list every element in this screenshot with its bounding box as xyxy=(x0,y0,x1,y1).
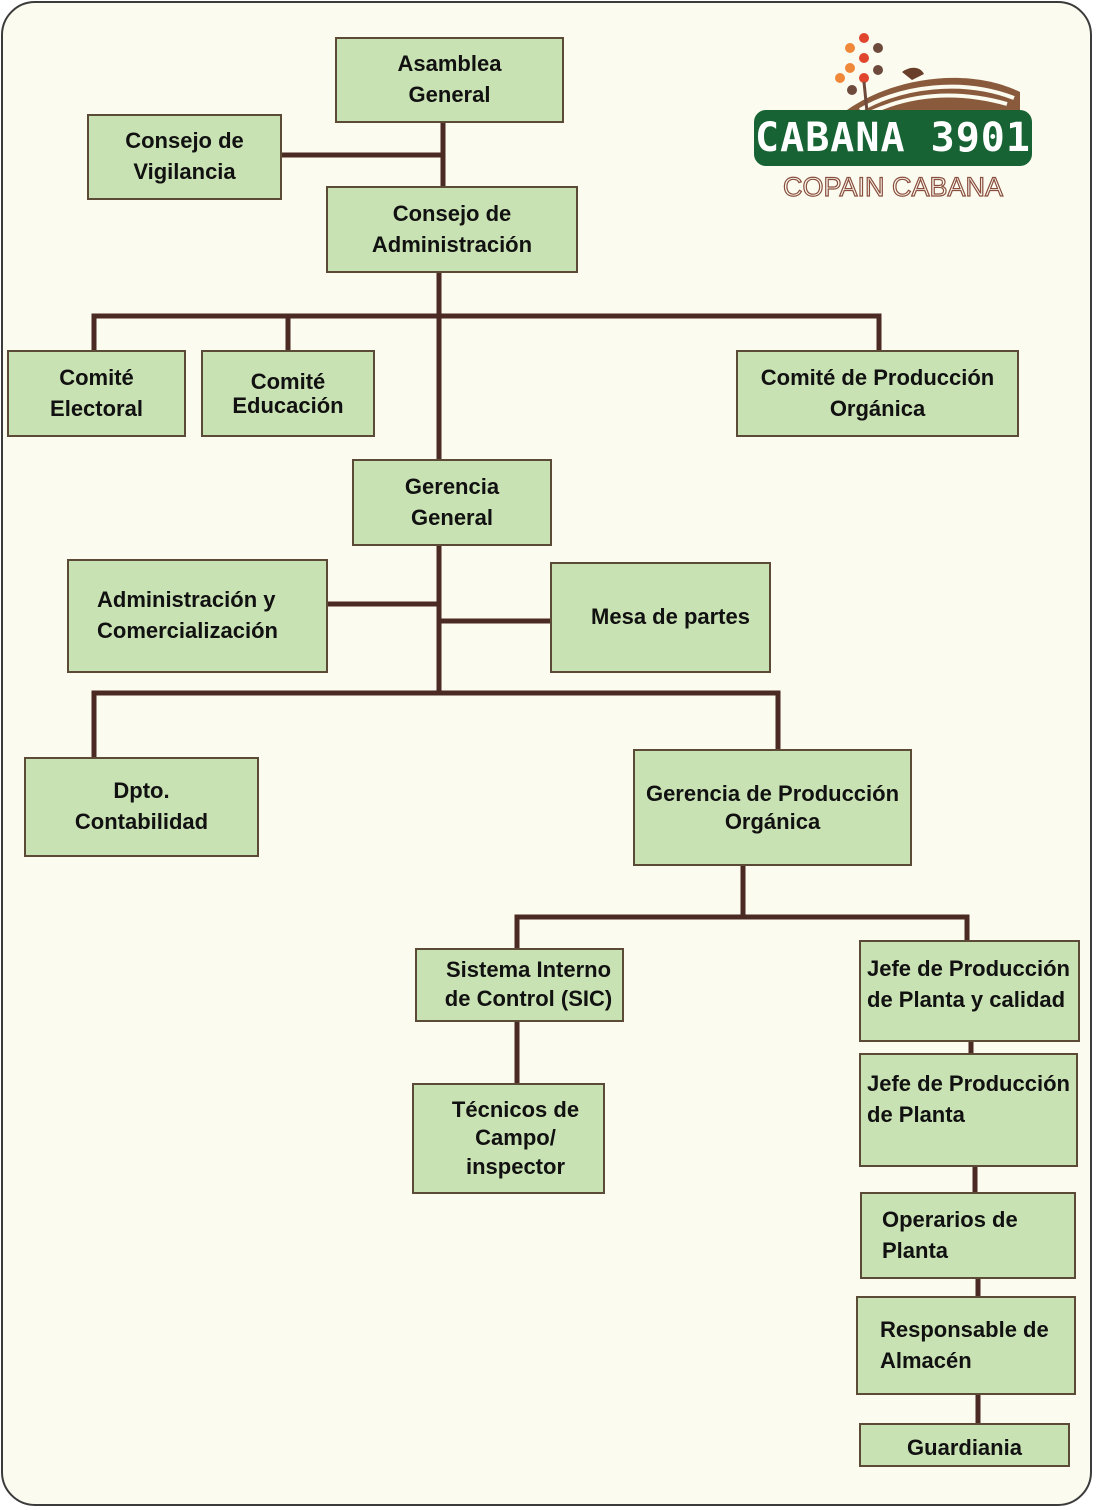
node-label-line: Consejo de xyxy=(125,128,244,154)
node-label-line: Campo/ xyxy=(475,1125,556,1151)
node-label-line: Comercialización xyxy=(97,618,278,643)
node-label-line: Comité de Producción xyxy=(760,364,995,390)
node-label-line: Administración xyxy=(371,231,533,257)
logo-subtitle: COPAIN CABANA xyxy=(782,171,1004,202)
node-label-line: Orgánica xyxy=(724,808,821,834)
node-label-line: inspector xyxy=(465,1153,566,1179)
node-label-line: Almacén xyxy=(880,1347,972,1373)
node-dpto-contabilidad: Dpto. Contabilidad xyxy=(24,757,259,857)
node-label-line: Vigilancia xyxy=(133,159,236,184)
node-mesa-de-partes: Mesa de partes xyxy=(550,562,771,673)
node-label-line: Comité xyxy=(250,369,326,395)
cabana-logo: CABANA 3901 COPAIN CABANA xyxy=(752,30,1034,205)
node-label-line: Técnicos de xyxy=(451,1096,580,1122)
node-jefe-produccion-calidad: Jefe de Producción de Planta y calidad xyxy=(859,940,1080,1042)
coffee-cherries-icon xyxy=(835,33,1020,114)
node-label-line: Responsable de xyxy=(880,1316,1049,1342)
node-label-line: de Control (SIC) xyxy=(444,986,613,1011)
node-label-line: Planta xyxy=(882,1237,949,1263)
node-label-line: General xyxy=(408,82,491,107)
node-consejo-administracion: Consejo de Administración xyxy=(326,186,578,273)
node-label-line: Gerencia xyxy=(404,473,500,499)
node-label-line: General xyxy=(411,504,493,530)
node-guardiania: Guardiania xyxy=(859,1423,1070,1467)
node-label-line: Consejo de xyxy=(392,200,512,226)
node-tecnicos-campo: Técnicos de Campo/inspector xyxy=(412,1083,605,1194)
node-label-line: Gerencia de Producción xyxy=(645,781,900,806)
node-jefe-produccion-planta: Jefe de Producción de Planta xyxy=(859,1053,1078,1167)
node-label-line: de Planta y calidad xyxy=(867,986,1066,1012)
node-label-line: Educación xyxy=(232,392,344,418)
node-label-line: Orgánica xyxy=(829,395,926,421)
node-sistema-interno-control: Sistema Interno de Control (SIC) xyxy=(415,948,624,1022)
node-label-line: Mesa de partes xyxy=(591,604,750,630)
node-label-line: Contabilidad xyxy=(74,809,209,834)
node-label-line: Electoral xyxy=(50,395,143,421)
node-label-line: Asamblea xyxy=(397,51,502,77)
node-responsable-almacen: Responsable de Almacén xyxy=(856,1296,1076,1395)
logo-name: CABANA 3901 xyxy=(754,110,1032,166)
node-label-line: Sistema Interno xyxy=(445,957,612,983)
node-operarios-planta: Operarios de Planta xyxy=(860,1192,1076,1279)
node-label-line: Guardiania xyxy=(907,1434,1022,1460)
node-label-line: Operarios de xyxy=(882,1206,1018,1232)
node-consejo-vigilancia: Consejo de Vigilancia xyxy=(87,114,282,200)
node-label-line: Jefe de Producción xyxy=(867,1071,1070,1096)
node-label-line: Jefe de Producción xyxy=(867,956,1070,981)
node-administracion-comercializacion: Administración y Comercialización xyxy=(67,559,328,673)
node-label-line: Administración y xyxy=(97,587,276,613)
node-label-line: Dpto. xyxy=(113,778,170,804)
node-label-line: Comité xyxy=(59,364,134,390)
node-label-line: de Planta xyxy=(867,1101,965,1127)
